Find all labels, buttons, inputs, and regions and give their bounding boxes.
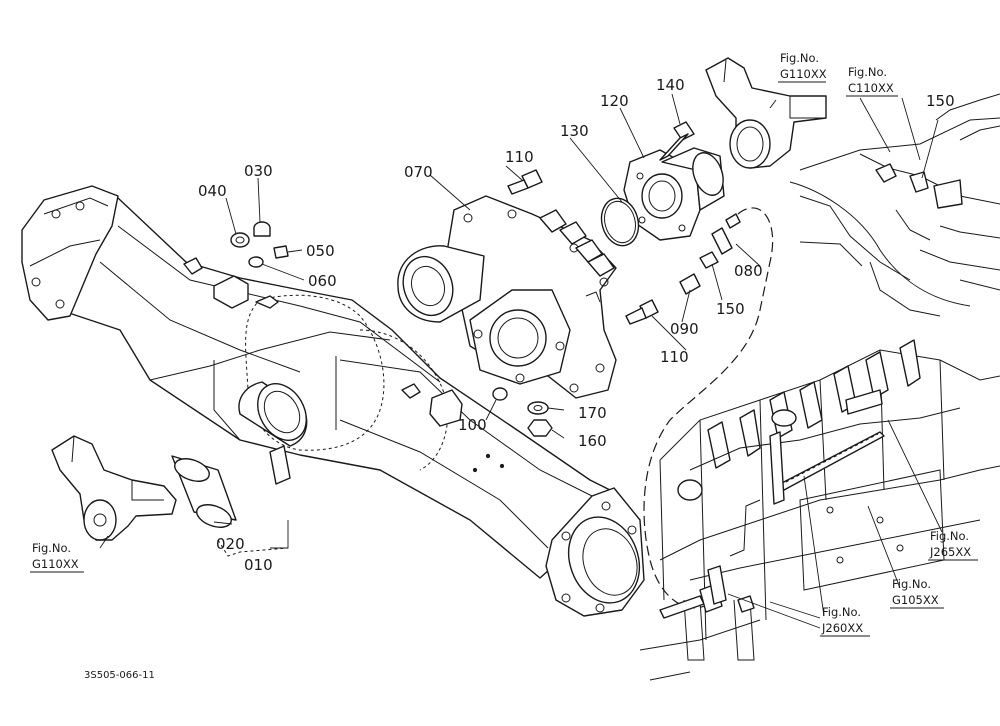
label-110-upper: 110 bbox=[505, 148, 534, 166]
label-140: 140 bbox=[656, 76, 685, 94]
label-060: 060 bbox=[308, 272, 337, 290]
top-support-bracket bbox=[705, 57, 827, 169]
hose-080 bbox=[711, 213, 741, 255]
adapter-150 bbox=[699, 251, 719, 269]
bolt-110-upper bbox=[507, 169, 543, 195]
label-080: 080 bbox=[734, 262, 763, 280]
label-160: 160 bbox=[578, 432, 607, 450]
figure-ref-g105: Fig.No. G105XX bbox=[890, 577, 944, 609]
svg-text:C110XX: C110XX bbox=[848, 81, 894, 95]
part-labels: 010 020 030 040 050 060 070 080 090 100 … bbox=[198, 76, 955, 574]
label-130: 130 bbox=[560, 122, 589, 140]
figure-ref-g110-left: Fig.No. G110XX bbox=[30, 541, 84, 573]
transmission-housing bbox=[789, 93, 1000, 317]
svg-text:Fig.No.: Fig.No. bbox=[930, 529, 969, 543]
label-010: 010 bbox=[244, 556, 273, 574]
cover bbox=[623, 147, 725, 241]
label-150-upper: 150 bbox=[926, 92, 955, 110]
washer-060 bbox=[248, 256, 264, 268]
svg-text:Fig.No.: Fig.No. bbox=[32, 541, 71, 555]
label-090: 090 bbox=[670, 320, 699, 338]
nut-160 bbox=[527, 419, 553, 437]
plug-050 bbox=[273, 245, 289, 259]
label-110-lower: 110 bbox=[660, 348, 689, 366]
elbow-090 bbox=[679, 273, 701, 295]
label-050: 050 bbox=[306, 242, 335, 260]
gear-case bbox=[397, 195, 617, 399]
label-070: 070 bbox=[404, 163, 433, 181]
front-axle-case bbox=[21, 185, 645, 617]
svg-text:Fig.No.: Fig.No. bbox=[892, 577, 931, 591]
hose-route bbox=[643, 207, 774, 609]
bolt-110-lower bbox=[625, 299, 659, 325]
svg-text:Fig.No.: Fig.No. bbox=[780, 51, 819, 65]
svg-text:Fig.No.: Fig.No. bbox=[848, 65, 887, 79]
engine-block bbox=[639, 339, 1000, 681]
label-040: 040 bbox=[198, 182, 227, 200]
leader-lines bbox=[99, 93, 943, 629]
figure-references: Fig.No. G110XX Fig.No. C110XX Fig.No. G1… bbox=[30, 51, 978, 637]
left-support-bracket bbox=[51, 435, 177, 541]
figure-ref-j265: Fig.No. J265XX bbox=[928, 529, 978, 561]
bolt-140 bbox=[659, 121, 695, 161]
svg-text:J265XX: J265XX bbox=[929, 545, 971, 559]
label-170: 170 bbox=[578, 404, 607, 422]
drawing-code: 3S505-066-11 bbox=[84, 670, 155, 681]
figure-ref-g110-top: Fig.No. G110XX bbox=[778, 51, 827, 83]
bushing bbox=[171, 455, 237, 528]
label-120: 120 bbox=[600, 92, 629, 110]
svg-text:G110XX: G110XX bbox=[32, 557, 79, 571]
label-150-lower: 150 bbox=[716, 300, 745, 318]
svg-text:J260XX: J260XX bbox=[821, 621, 863, 635]
figure-ref-j260: Fig.No. J260XX bbox=[820, 605, 870, 637]
svg-text:G110XX: G110XX bbox=[780, 67, 827, 81]
label-030: 030 bbox=[244, 162, 273, 180]
svg-text:Fig.No.: Fig.No. bbox=[822, 605, 861, 619]
label-020: 020 bbox=[216, 535, 245, 553]
washer-040 bbox=[230, 232, 250, 248]
svg-text:G105XX: G105XX bbox=[892, 593, 939, 607]
label-100: 100 bbox=[458, 416, 487, 434]
o-ring bbox=[600, 197, 640, 247]
plug-100 bbox=[492, 387, 508, 401]
washer-170 bbox=[527, 401, 549, 415]
figure-ref-c110: Fig.No. C110XX bbox=[846, 65, 898, 97]
drain-plug-030 bbox=[253, 221, 271, 237]
